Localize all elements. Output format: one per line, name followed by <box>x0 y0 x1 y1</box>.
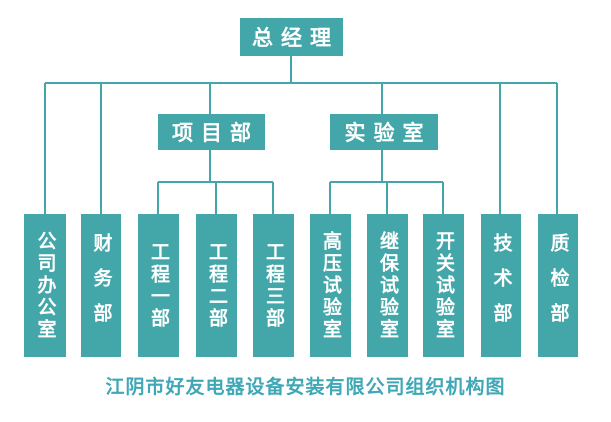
dept-hv-lab-label: 高压试验室 <box>320 230 342 341</box>
lab-box: 实验室 <box>330 114 438 150</box>
dept-qc-label: 质检部 <box>547 233 570 338</box>
chart-caption: 江阴市好友电器设备安装有限公司组织机构图 <box>105 376 506 398</box>
dept-eng2-label: 工程二部 <box>206 241 228 330</box>
dept-office-box: 公司办公室 <box>24 214 66 357</box>
general-manager-label: 总经理 <box>252 26 339 50</box>
dept-finance-box: 财务部 <box>81 214 121 357</box>
dept-office-label: 公司办公室 <box>34 230 57 341</box>
general-manager-box: 总经理 <box>240 18 343 56</box>
dept-eng1-label: 工程一部 <box>148 241 170 330</box>
dept-eng3-box: 工程三部 <box>253 214 294 357</box>
dept-tech-label: 技术部 <box>490 233 513 338</box>
dept-relay-lab-label: 继保试验室 <box>377 230 399 341</box>
dept-eng1-box: 工程一部 <box>138 214 179 357</box>
dept-qc-box: 质检部 <box>538 214 578 357</box>
project-dept-label: 项目部 <box>172 121 259 145</box>
dept-finance-label: 财务部 <box>90 233 113 338</box>
dept-eng3-label: 工程三部 <box>263 241 285 330</box>
dept-tech-box: 技术部 <box>481 214 521 357</box>
dept-eng2-box: 工程二部 <box>196 214 237 357</box>
lab-label: 实验室 <box>344 121 432 145</box>
dept-relay-lab-box: 继保试验室 <box>367 214 408 357</box>
project-dept-box: 项目部 <box>158 114 265 150</box>
dept-switch-lab-box: 开关试验室 <box>423 214 464 357</box>
dept-switch-lab-label: 开关试验室 <box>433 230 455 341</box>
dept-hv-lab-box: 高压试验室 <box>310 214 351 357</box>
